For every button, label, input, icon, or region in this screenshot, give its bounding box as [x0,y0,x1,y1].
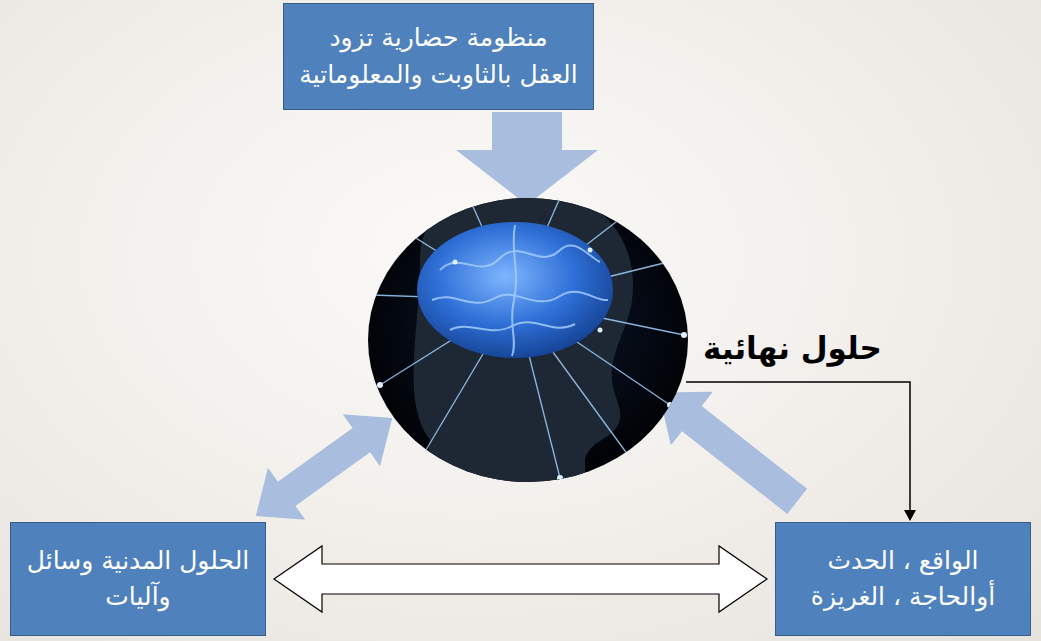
illustration-part [377,382,383,388]
illustration-part [512,225,516,356]
double-arrow [237,392,411,542]
output-box: الحلول المدنية وسائل وآليات [10,522,266,636]
box-text: الواقع ، الحدث أوالحاجة ، الغريزة [790,543,1016,616]
illustration-part [622,212,628,218]
brain-picture [369,184,687,500]
illustration-part [467,197,473,203]
illustration-part [417,222,613,358]
illustration-part [453,260,458,265]
illustration-part [625,452,631,458]
illustration-part [440,245,600,270]
leader-line [686,382,910,512]
illustration-part [432,292,608,303]
illustration-part [667,402,673,408]
illustration-part [665,259,671,265]
illustration-part [417,457,423,463]
illustration-part [237,392,411,542]
illustration-part [598,328,603,333]
illustration-part [557,475,563,481]
box-text: الحلول المدنية وسائل وآليات [25,543,251,616]
source-box: الواقع ، الحدث أوالحاجة ، الغريزة [775,522,1031,636]
input-box: منظومة حضارية تزود العقل بالثاوبت والمعل… [283,3,594,110]
illustration-part [392,222,398,228]
arrow-shape [274,546,767,612]
illustration-part [369,292,375,298]
illustration-part [413,184,633,500]
hollow-arrow [274,546,767,612]
leader-arrowhead [904,510,916,521]
illustration-part [372,198,684,478]
down-arrow [456,112,598,205]
illustration-part [588,248,593,253]
arrow-label: حلول نهائية [703,330,882,367]
illustration-part [557,195,563,201]
illustration-part [681,332,687,338]
illustration-part [432,225,608,356]
illustration-part [369,195,687,481]
box-text: منظومة حضارية تزود العقل بالثاوبت والمعل… [298,20,579,93]
